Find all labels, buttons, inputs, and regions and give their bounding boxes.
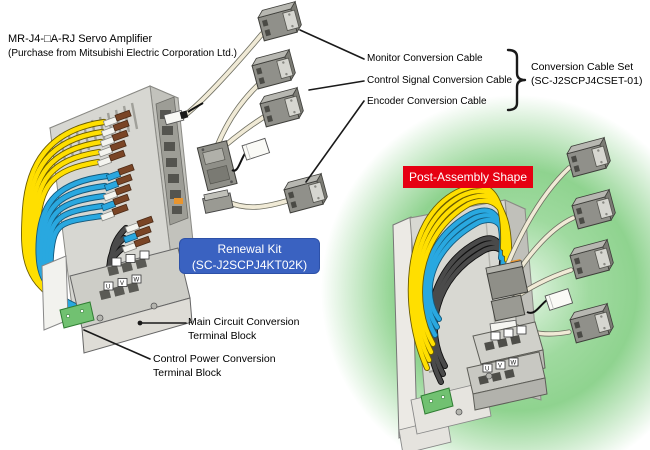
chip-w: W <box>134 278 140 284</box>
brace-cable-set <box>506 48 527 112</box>
terminal-chips-uvw: U V W <box>103 274 142 291</box>
wire-terminals <box>96 109 154 254</box>
amplifier-title-line1: MR-J4-□A-RJ Servo Amplifier <box>8 33 153 45</box>
cn-block-connector <box>196 140 238 192</box>
conversion-cables-illustration <box>163 1 330 214</box>
control-power-line2: Terminal Block <box>153 367 222 379</box>
monitor-plug <box>163 102 204 126</box>
post-assembly-badge: Post-Assembly Shape <box>403 166 533 188</box>
leader-control-signal <box>308 80 365 91</box>
chip-v2: V <box>498 364 502 370</box>
label-main-circuit-block: Main Circuit Conversion Terminal Block <box>188 315 299 343</box>
leader-dot <box>137 320 143 326</box>
main-circuit-line1: Main Circuit Conversion <box>188 316 300 328</box>
pcb-green-tab-2 <box>420 387 454 415</box>
renewal-kit-line1: Renewal Kit <box>217 242 282 256</box>
white-box-connector <box>231 137 271 172</box>
white-box-connector-2 <box>526 288 574 314</box>
amplifier-title-line2: (Purchase from Mitsubishi Electric Corpo… <box>8 48 237 59</box>
chip-w2: W <box>511 361 517 367</box>
label-cable-set: Conversion Cable Set (SC-J2SCPJ4CSET-01) <box>531 60 642 88</box>
terminal-block-assembly: U V W <box>41 247 193 354</box>
renewal-kit-badge: Renewal Kit (SC-J2SCPJ4KT02K) <box>179 238 320 274</box>
post-assembly-illustration: U V W <box>392 137 618 450</box>
encoder-plug <box>202 189 234 214</box>
pcb-green-tab <box>59 301 95 329</box>
renewal-kit-line2: (SC-J2SCPJ4KT02K) <box>191 258 308 272</box>
chip-u: U <box>106 285 110 291</box>
chip-u2: U <box>485 367 489 373</box>
chip-v: V <box>120 281 124 287</box>
terminal-chips-upper <box>111 250 150 267</box>
leader-monitor <box>299 29 365 60</box>
assembled-terminal-blocks: U V W <box>410 321 548 435</box>
orange-connector <box>174 198 183 204</box>
servo-amplifier-illustration: U V W <box>21 85 197 354</box>
main-circuit-line2: Terminal Block <box>188 330 257 342</box>
cable-set-line1: Conversion Cable Set <box>531 61 634 73</box>
label-control-power-block: Control Power Conversion Terminal Block <box>153 352 276 380</box>
cable-set-line2: (SC-J2SCPJ4CSET-01) <box>531 75 643 87</box>
label-encoder-cable: Encoder Conversion Cable <box>367 96 487 107</box>
leader-encoder <box>305 100 365 183</box>
leader-control-power <box>83 329 151 360</box>
assembled-yellow-loops <box>407 183 513 371</box>
assembled-chips-upper <box>490 325 527 341</box>
label-monitor-cable: Monitor Conversion Cable <box>367 53 483 64</box>
control-power-line1: Control Power Conversion <box>153 353 276 365</box>
label-control-signal-cable: Control Signal Conversion Cable <box>367 75 513 86</box>
assembled-chips-uvw: U V W <box>482 357 519 373</box>
